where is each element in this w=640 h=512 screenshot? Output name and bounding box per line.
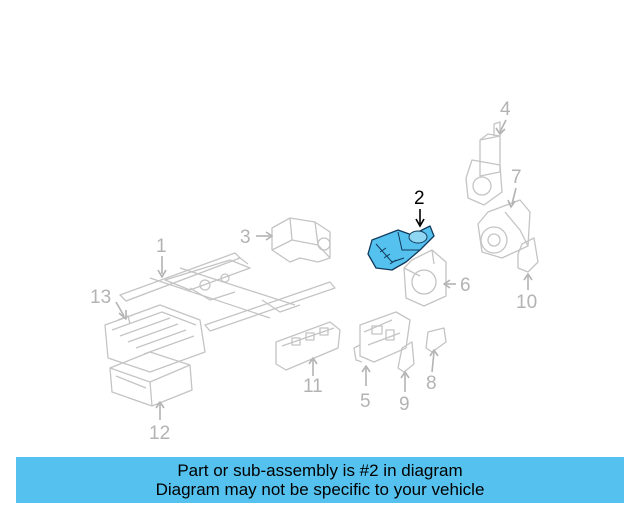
info-banner: Part or sub-assembly is #2 in diagram Di… [16, 457, 624, 503]
callout-7[interactable]: 7 [511, 167, 522, 188]
part-2-highlighted[interactable] [367, 225, 435, 271]
banner-line-disclaimer: Diagram may not be specific to your vehi… [155, 480, 485, 499]
callout-1[interactable]: 1 [156, 236, 167, 257]
leader-lines [115, 119, 533, 420]
callout-4[interactable]: 4 [500, 99, 511, 120]
part-13-cushion-frame [104, 304, 206, 373]
part-3-bracket [271, 217, 331, 263]
callout-10[interactable]: 10 [516, 292, 538, 313]
banner-line-part: Part or sub-assembly is #2 in diagram [177, 461, 463, 480]
part-1-seat-frame [119, 252, 336, 332]
callout-8[interactable]: 8 [426, 373, 437, 394]
callout-9[interactable]: 9 [399, 394, 410, 415]
callout-11[interactable]: 11 [303, 376, 323, 397]
callout-13[interactable]: 13 [90, 287, 112, 308]
callout-12[interactable]: 12 [149, 423, 171, 444]
callout-6[interactable]: 6 [460, 275, 471, 296]
callout-5[interactable]: 5 [360, 391, 371, 412]
part-6-housing [403, 249, 447, 307]
part-5-switch-assembly [353, 311, 411, 363]
part-12-control-module [109, 351, 193, 407]
callout-3[interactable]: 3 [240, 227, 251, 248]
part-9-cover [397, 341, 415, 373]
leader-line-2 [415, 209, 425, 228]
parts-diagram [104, 119, 539, 420]
part-11-switch-panel [275, 321, 341, 371]
part-8-cover [425, 327, 447, 353]
callout-2[interactable]: 2 [414, 188, 425, 209]
part-4-motor [465, 121, 503, 206]
part-7-motor [477, 199, 531, 259]
part-10-cover [517, 237, 539, 273]
